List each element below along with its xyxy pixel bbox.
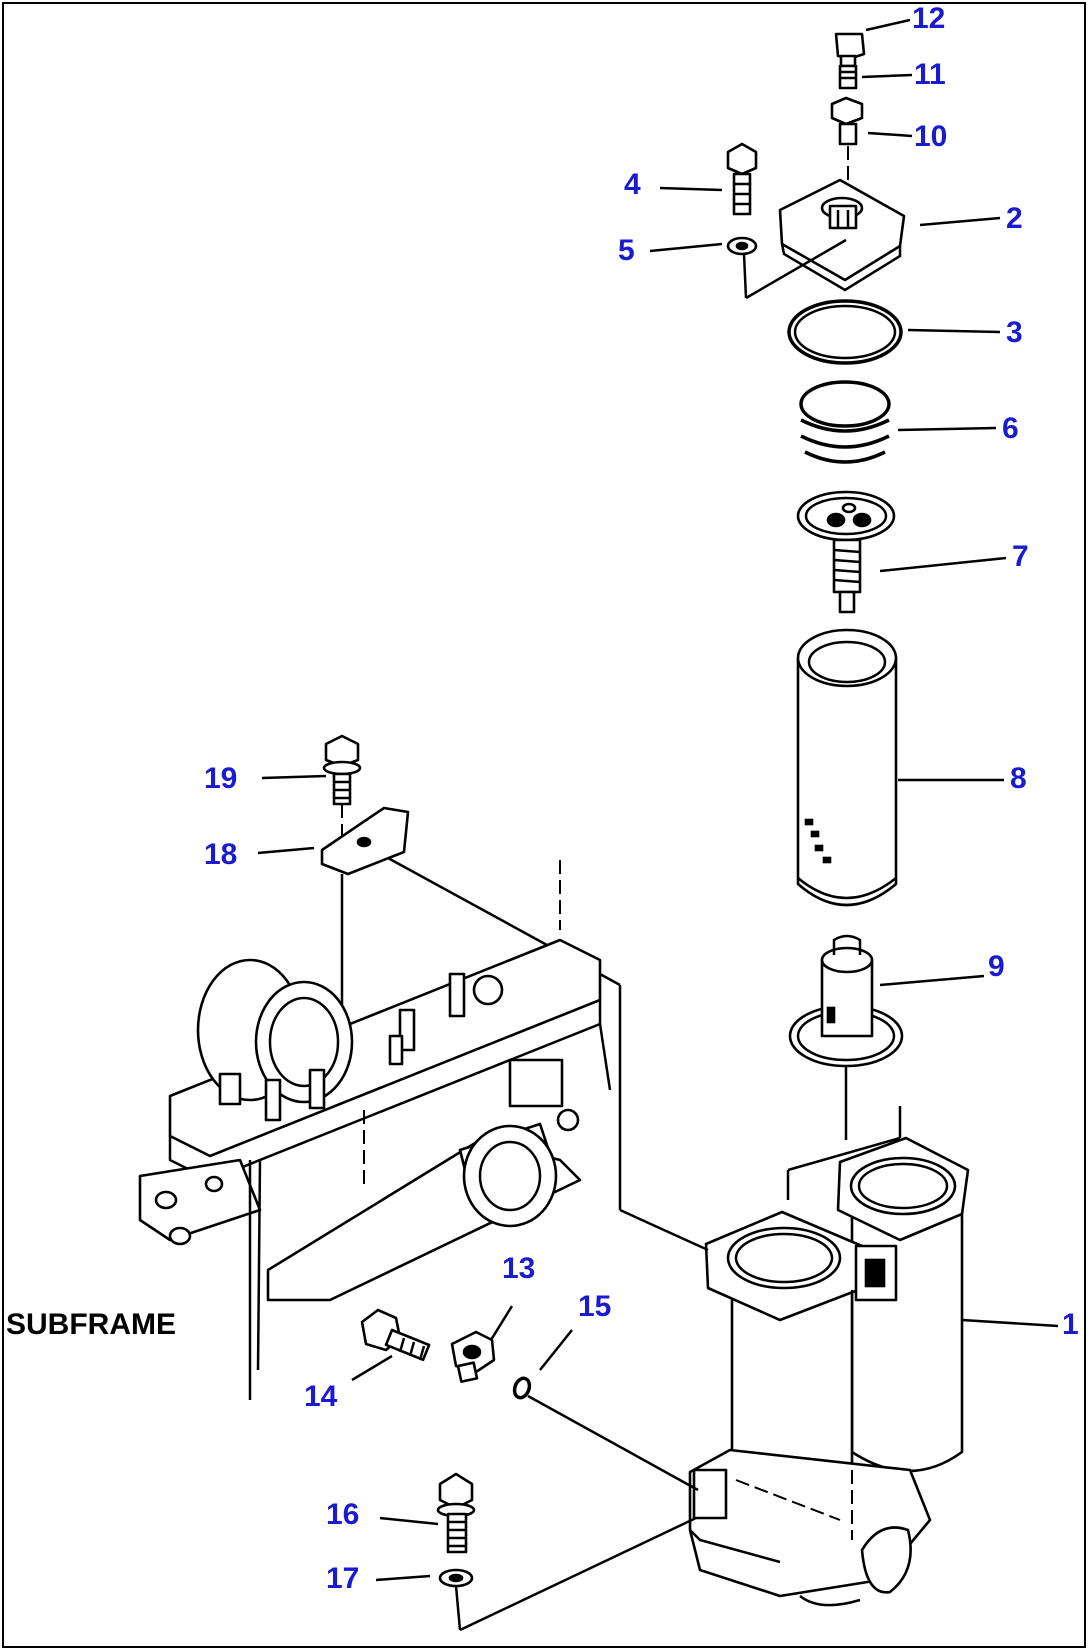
callout-5: 5 (618, 234, 635, 267)
part-19-bolt (322, 734, 362, 836)
part-7-valve (796, 490, 896, 614)
subframe-label: SUBFRAME (6, 1308, 176, 1341)
part-9-bypass-valve (788, 934, 904, 1140)
part-11-sensor (838, 64, 858, 90)
callout-6: 6 (1002, 412, 1019, 445)
part-5-washer (726, 236, 758, 256)
part-16-bolt (436, 1472, 476, 1554)
part-3-o-ring (787, 299, 903, 365)
part-1-filter-housing (688, 1106, 970, 1607)
callout-4: 4 (624, 168, 641, 201)
part-18-plate (320, 806, 709, 1252)
callout-3: 3 (1006, 316, 1023, 349)
callout-17: 17 (326, 1562, 359, 1595)
callout-12: 12 (912, 2, 945, 35)
callout-13: 13 (502, 1252, 535, 1285)
callout-labels: 12 11 10 4 2 5 3 6 7 19 8 18 9 13 15 1 1… (204, 2, 1079, 1595)
part-8-filter-element (796, 628, 898, 907)
part-12-connector (834, 32, 866, 68)
callout-9: 9 (988, 950, 1005, 983)
subframe-drawing (138, 860, 612, 1400)
part-4-bolt (726, 142, 758, 216)
callout-15: 15 (578, 1290, 611, 1323)
part-13-fitting (450, 1330, 496, 1383)
callout-18: 18 (204, 838, 237, 871)
part-15-o-ring (512, 1376, 699, 1492)
part-6-spring (799, 380, 891, 464)
part-17-washer (438, 1516, 697, 1632)
callout-11: 11 (914, 58, 946, 91)
callout-14: 14 (304, 1380, 338, 1413)
callout-16: 16 (326, 1498, 359, 1531)
part-2-cover (742, 178, 906, 300)
leader-lines (257, 18, 1059, 1582)
callout-10: 10 (914, 120, 947, 153)
callout-2: 2 (1006, 202, 1023, 235)
callout-8: 8 (1010, 762, 1027, 795)
part-14-bolt (360, 1308, 431, 1362)
callout-7: 7 (1012, 540, 1029, 573)
callout-1: 1 (1062, 1308, 1079, 1341)
callout-19: 19 (204, 762, 237, 795)
part-10-adapter (830, 96, 864, 180)
